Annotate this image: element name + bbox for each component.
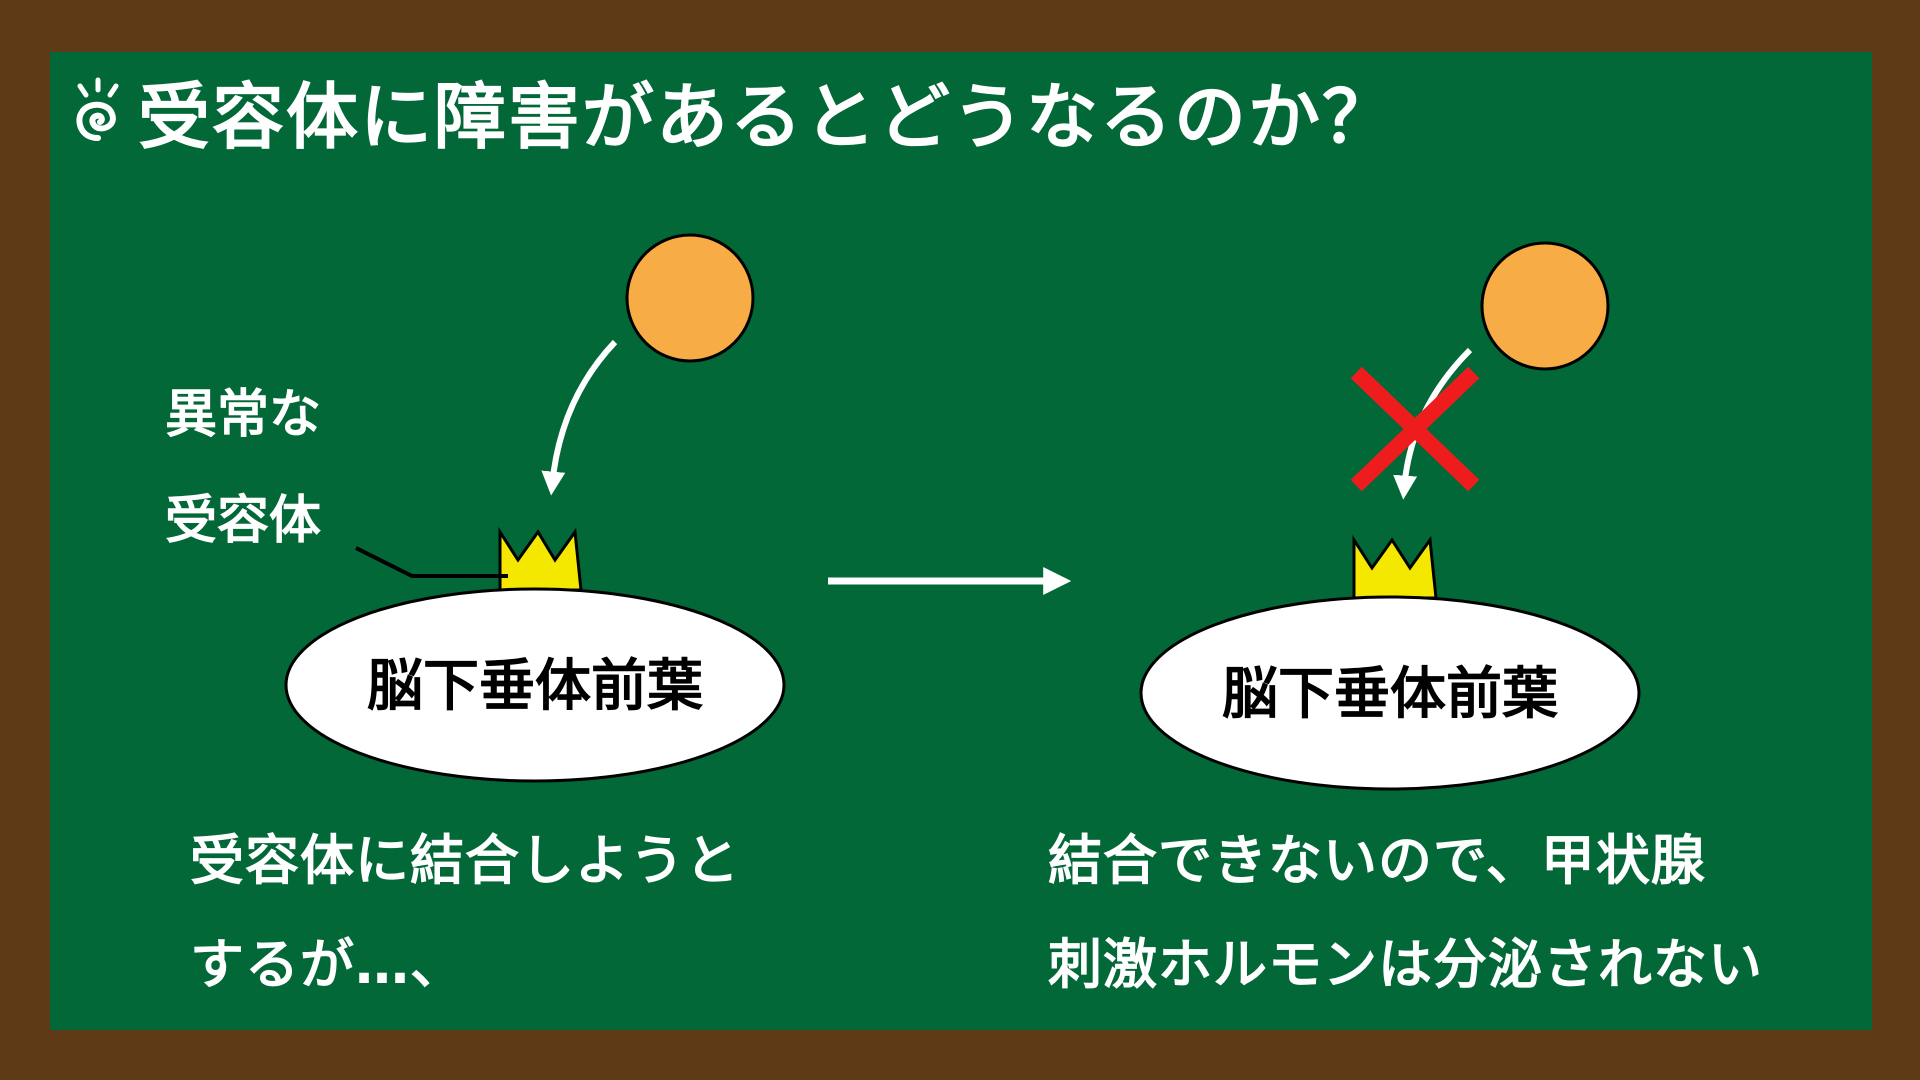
hormone-circle-left (625, 233, 755, 363)
abnormal-label-line2: 受容体 (165, 491, 322, 551)
cross-icon (1350, 366, 1480, 492)
organ-ellipse-left (284, 587, 786, 783)
hormone-circle-right (1480, 241, 1610, 371)
page-title: 受容体に障害があるとどうなるのか？ (138, 75, 1397, 159)
organ-ellipse-right (1139, 595, 1641, 791)
abnormal-label-line1: 異常な (165, 385, 322, 445)
lightbulb-spiral-icon (76, 77, 119, 141)
binding-arrow-left (541, 339, 618, 496)
receptor-right (1352, 534, 1438, 600)
chalkboard (50, 52, 1872, 1030)
receptor-pointer-line (355, 546, 508, 578)
organ-label-left: 脳下垂体前葉 (367, 654, 704, 719)
title-row: 受容体に障害があるとどうなるのか？ (68, 58, 1396, 163)
receptor-left (498, 526, 583, 592)
left-caption-line1: 受容体に結合しようと (190, 829, 740, 892)
right-caption-line1: 結合できないので、甲状腺 (1048, 829, 1706, 892)
right-caption-line2: 刺激ホルモンは分泌されない (1048, 933, 1763, 996)
left-caption-line2: するが…、 (190, 933, 465, 996)
organ-label-right: 脳下垂体前葉 (1222, 662, 1559, 727)
